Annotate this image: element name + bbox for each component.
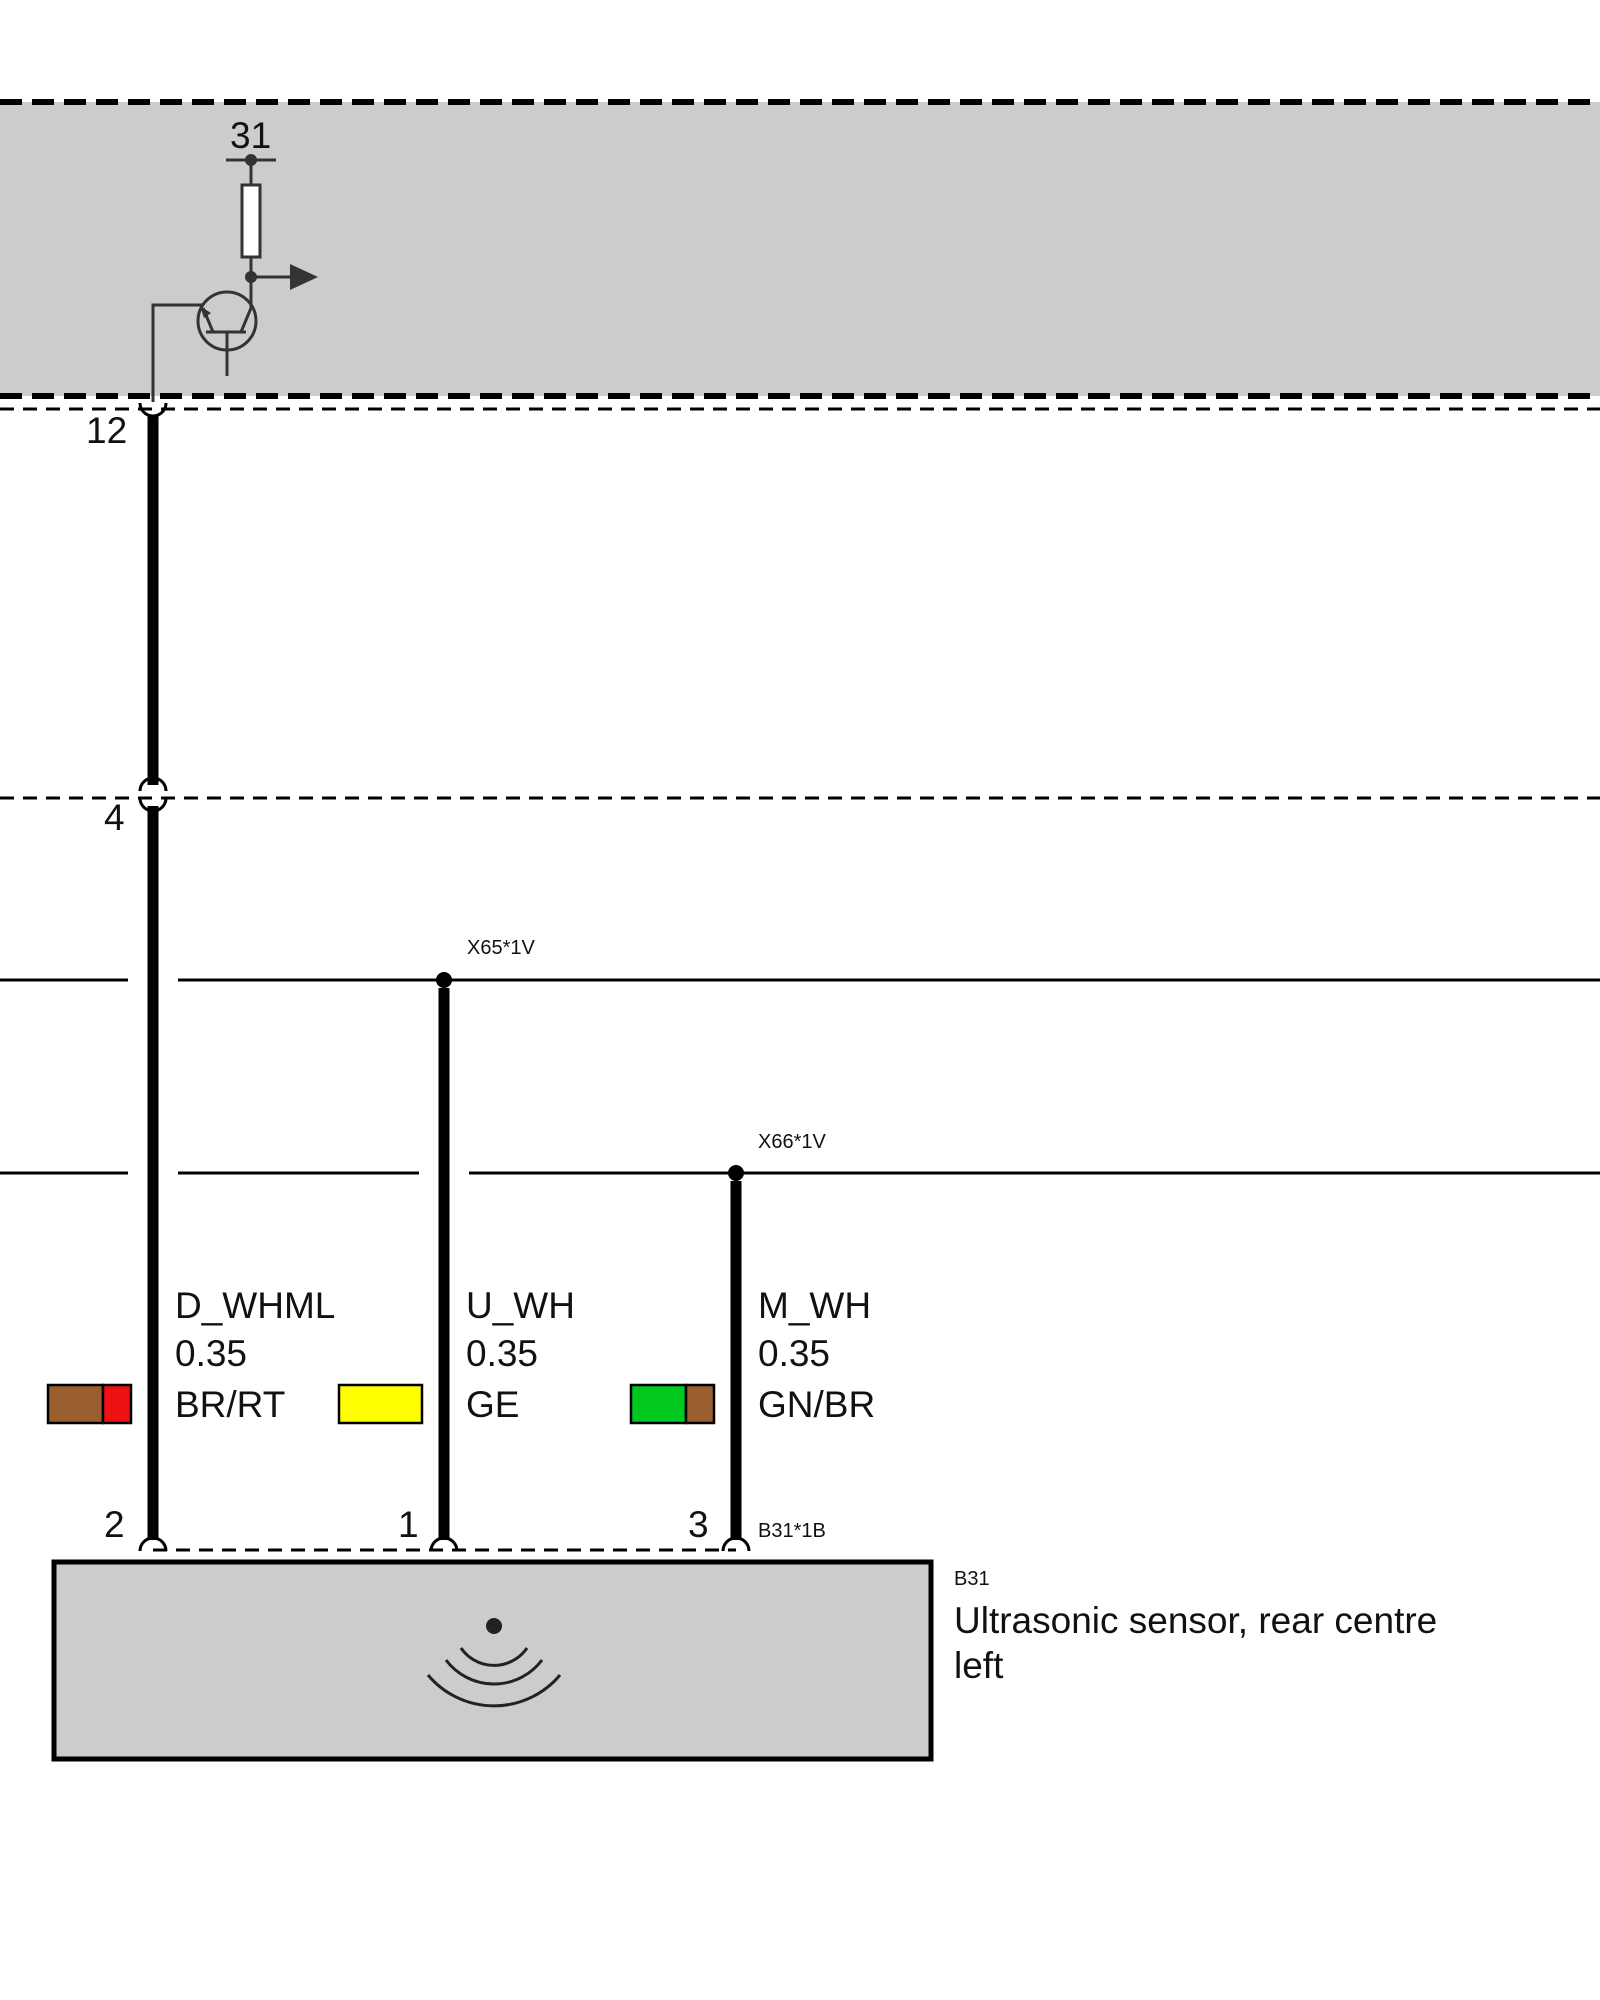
transistor-collector	[239, 307, 253, 333]
pin-4-label: 4	[104, 797, 125, 838]
wire-color-swatch	[629, 1383, 716, 1425]
wire-color-swatch	[46, 1383, 133, 1425]
control-module: 31	[0, 99, 1600, 411]
swatch-color-primary	[629, 1383, 688, 1425]
wire-signal-label: D_WHML	[175, 1285, 335, 1326]
splice-x65: X65*1V	[0, 937, 1600, 988]
pin-3-plug	[721, 1536, 751, 1552]
pin-12-label: 12	[86, 410, 127, 451]
swatch-color-stripe	[101, 1383, 133, 1425]
wire-color-swatch	[337, 1383, 424, 1425]
output-arrow-icon	[290, 264, 318, 290]
connector-mid: 4	[0, 776, 1600, 838]
sensor-connector: 2 1 3 B31*1B	[104, 1504, 826, 1552]
swatch-color-primary	[46, 1383, 105, 1425]
wire-signal-label: U_WH	[466, 1285, 575, 1326]
transistor-to-pin-lead	[151, 303, 203, 402]
wire-color-label: GE	[466, 1384, 519, 1425]
sensor-name-line2: left	[954, 1645, 1004, 1686]
splice-x66-node	[728, 1165, 744, 1181]
ground-label: 31	[230, 115, 271, 156]
ultrasonic-wave-1	[459, 1647, 529, 1667]
pin-4-plug	[138, 776, 168, 792]
wire-color-label: GN/BR	[758, 1384, 875, 1425]
control-module-body	[0, 102, 1600, 396]
splice-x65-node	[436, 972, 452, 988]
pin-1-plug	[429, 1536, 459, 1552]
pin-3-label: 3	[688, 1504, 709, 1545]
wire-gauge-label: 0.35	[758, 1333, 830, 1374]
swatch-color-primary	[337, 1383, 424, 1425]
wire-color-label: BR/RT	[175, 1384, 285, 1425]
wire-label-d-whml: D_WHML 0.35 BR/RT	[46, 1285, 335, 1425]
splice-x65-label: X65*1V	[467, 937, 535, 959]
wire-label-u-wh: U_WH 0.35 GE	[337, 1285, 575, 1425]
wire-gauge-label: 0.35	[466, 1333, 538, 1374]
wire-gauge-label: 0.35	[175, 1333, 247, 1374]
sensor-body	[51, 1559, 934, 1762]
resistor-icon	[240, 183, 262, 259]
pin-2-label: 2	[104, 1504, 125, 1545]
ultrasonic-wave-2	[444, 1659, 544, 1686]
swatch-color-stripe	[684, 1383, 716, 1425]
sensor-connector-id: B31*1B	[758, 1520, 826, 1542]
splice-x66-label: X66*1V	[758, 1131, 826, 1153]
sensor-name-line1: Ultrasonic sensor, rear centre	[954, 1600, 1437, 1641]
sensor-id: B31	[954, 1568, 990, 1590]
wire-signal-label: M_WH	[758, 1285, 871, 1326]
ultrasonic-sensor: B31 Ultrasonic sensor, rear centre left	[51, 1559, 1437, 1762]
pin-1-label: 1	[398, 1504, 419, 1545]
ultrasonic-icon-dot	[486, 1618, 502, 1634]
ultrasonic-wave-3	[426, 1674, 562, 1708]
ultrasonic-icon	[426, 1618, 562, 1708]
wire-label-m-wh: M_WH 0.35 GN/BR	[629, 1285, 875, 1425]
pin-2-plug	[138, 1536, 168, 1552]
transistor-output-stage: 31	[151, 115, 318, 402]
transistor-emitter-arrow	[200, 306, 211, 318]
splice-x66: X66*1V	[0, 1131, 1600, 1181]
